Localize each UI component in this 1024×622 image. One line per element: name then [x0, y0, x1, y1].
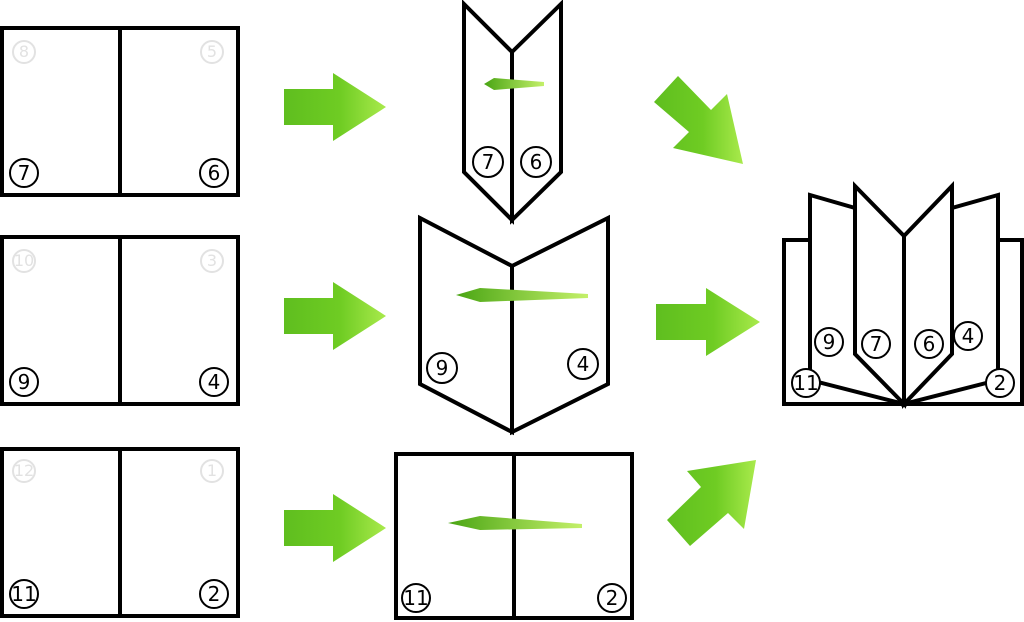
- svg-text:2: 2: [606, 586, 619, 610]
- page-number: 2: [985, 368, 1015, 398]
- svg-text:6: 6: [208, 161, 221, 185]
- svg-text:6: 6: [923, 332, 936, 356]
- svg-text:11: 11: [793, 371, 818, 395]
- page-number: 9: [426, 352, 458, 384]
- green-arrow-icon: [654, 76, 743, 164]
- page-number: 9: [814, 327, 844, 357]
- page-number: 7: [9, 158, 39, 188]
- sheet-row-2: 10 3 9 4: [0, 235, 240, 406]
- assembled-booklet: 11 9 7 6 4 2: [782, 181, 1024, 409]
- svg-text:9: 9: [436, 356, 449, 380]
- svg-text:11: 11: [403, 586, 428, 610]
- page-number: 6: [520, 146, 552, 178]
- svg-text:9: 9: [18, 370, 31, 394]
- folded-sheet-2: 9 4: [418, 214, 610, 436]
- fold-direction-arrow-icon: [448, 516, 582, 530]
- svg-text:3: 3: [207, 251, 217, 270]
- page-number: 11: [791, 368, 821, 398]
- sheet-row-3: 12 1 11 2: [0, 447, 240, 618]
- svg-text:8: 8: [19, 42, 29, 61]
- svg-text:9: 9: [823, 330, 836, 354]
- ghost-page-number: 3: [200, 249, 224, 273]
- page-number: 2: [199, 579, 229, 609]
- page-number: 6: [199, 158, 229, 188]
- green-arrow-icon: [667, 460, 756, 546]
- page-number: 11: [401, 583, 431, 613]
- svg-text:4: 4: [208, 370, 221, 394]
- svg-text:1: 1: [207, 461, 217, 480]
- folded-sheet-1: 7 6: [462, 0, 563, 225]
- green-arrow-icon: [284, 494, 386, 562]
- page-number: 4: [567, 348, 599, 380]
- svg-text:6: 6: [530, 150, 543, 174]
- green-arrow-icon: [284, 73, 386, 141]
- page-number: 4: [953, 321, 983, 351]
- svg-text:7: 7: [18, 161, 31, 185]
- ghost-page-number: 12: [12, 459, 36, 483]
- ghost-page-number: 5: [200, 40, 224, 64]
- page-number: 11: [9, 579, 39, 609]
- fold-direction-arrow-icon: [484, 78, 544, 90]
- page-number: 6: [914, 329, 944, 359]
- ghost-page-number: 8: [12, 40, 36, 64]
- page-number: 7: [472, 146, 504, 178]
- svg-text:4: 4: [962, 324, 975, 348]
- folded-sheet-3: 11 2: [394, 452, 634, 620]
- page-number: 2: [597, 583, 627, 613]
- green-arrow-icon: [284, 282, 386, 350]
- svg-text:11: 11: [11, 582, 36, 606]
- ghost-page-number: 1: [200, 459, 224, 483]
- page-number: 9: [9, 367, 39, 397]
- svg-text:7: 7: [870, 332, 883, 356]
- green-arrow-icon: [656, 288, 760, 356]
- sheet-row-1: 8 5 7 6: [0, 26, 240, 197]
- page-number: 4: [199, 367, 229, 397]
- page-number: 7: [861, 329, 891, 359]
- svg-text:2: 2: [994, 371, 1007, 395]
- svg-text:5: 5: [207, 42, 217, 61]
- svg-text:10: 10: [14, 251, 34, 270]
- svg-text:12: 12: [14, 461, 34, 480]
- svg-text:4: 4: [577, 352, 590, 376]
- svg-text:7: 7: [482, 150, 495, 174]
- svg-text:2: 2: [208, 582, 221, 606]
- ghost-page-number: 10: [12, 249, 36, 273]
- fold-direction-arrow-icon: [456, 288, 588, 302]
